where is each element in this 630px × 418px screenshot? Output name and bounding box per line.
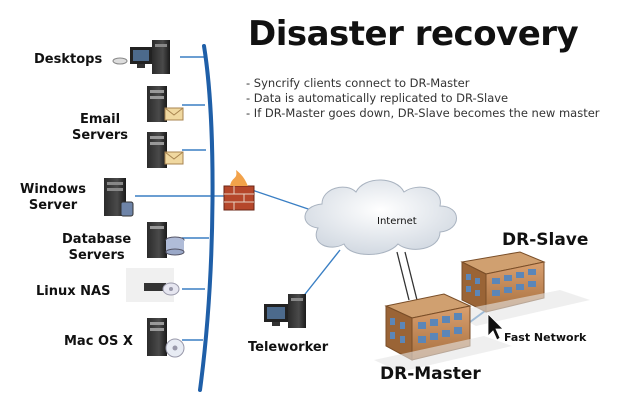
description-list: - Syncrify clients connect to DR-Master … (246, 76, 600, 121)
cursor-arrow-icon (487, 313, 504, 341)
teleworker-label: Teleworker (248, 340, 329, 355)
dr-slave-building-icon (450, 251, 590, 326)
firewall-icon (223, 170, 255, 211)
mac-tower-icon (147, 318, 185, 358)
description-item: - If DR-Master goes down, DR-Slave becom… (246, 106, 600, 120)
client-label-windows-server: Windows Server (20, 182, 87, 213)
teleworker-link (301, 249, 341, 299)
nas-icon (126, 268, 180, 302)
internet-label: Internet (377, 216, 417, 227)
internet-cloud-icon (304, 179, 457, 255)
dr-master-building-icon (374, 293, 512, 372)
client-label-database-servers: Database Servers (62, 232, 132, 263)
fast-network-label: Fast Network (504, 331, 587, 344)
database-server-icon (147, 222, 185, 258)
desktop-computer-icon (112, 40, 170, 74)
windows-server-icon (104, 178, 134, 217)
client-label-desktops: Desktops (34, 52, 103, 67)
description-item: - Syncrify clients connect to DR-Master (246, 76, 470, 90)
dr-master-link-2 (404, 251, 418, 301)
client-connectors (135, 56, 225, 341)
network-backbone (198, 44, 215, 392)
dr-master-label: DR-Master (380, 364, 481, 384)
client-label-mac-os-x: Mac OS X (64, 334, 133, 349)
email-server-icon-2 (147, 132, 184, 168)
client-label-linux-nas: Linux NAS (36, 284, 111, 299)
dr-slave-label: DR-Slave (502, 230, 589, 250)
description-item: - Data is automatically replicated to DR… (246, 91, 509, 105)
diagram-title: Disaster recovery (248, 14, 579, 54)
teleworker-computer-icon (264, 294, 306, 328)
client-label-email-servers: Email Servers (72, 112, 129, 143)
email-server-icon (147, 86, 184, 122)
dr-master-link-1 (396, 251, 410, 301)
